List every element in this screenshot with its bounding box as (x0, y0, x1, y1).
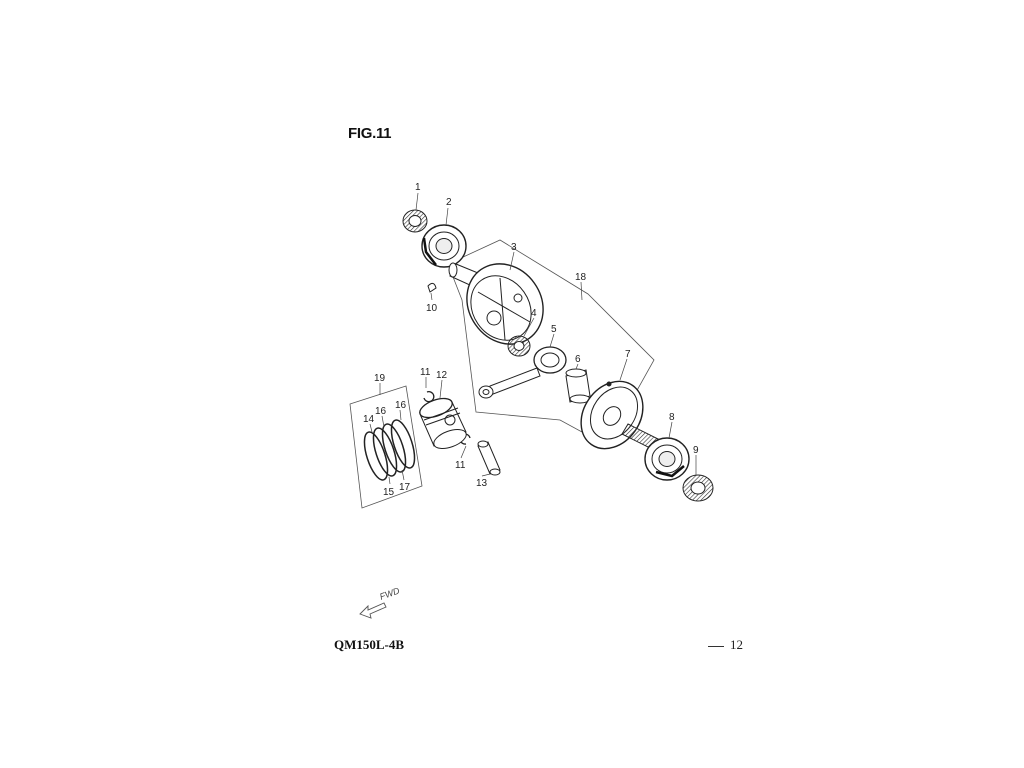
callout-4: 4 (531, 308, 537, 319)
callout-7: 7 (625, 349, 631, 360)
crankshaft-right-half (580, 380, 661, 451)
ball-bearing-right (644, 437, 690, 481)
figure-title: FIG.11 (348, 125, 392, 142)
callout-9: 9 (693, 445, 699, 456)
callout-13: 13 (476, 478, 488, 489)
page-number: 12 (708, 637, 743, 653)
callout-11-upper: 11 (420, 367, 431, 378)
callout-19: 19 (374, 373, 386, 384)
callout-16-left: 16 (375, 406, 387, 417)
ball-bearing-left (421, 224, 467, 268)
callout-16-right: 16 (395, 400, 407, 411)
callout-12: 12 (436, 370, 448, 381)
forward-arrow-icon (359, 602, 387, 619)
circlip-upper (423, 391, 435, 403)
woodruff-key (427, 282, 437, 293)
callout-2: 2 (446, 197, 452, 208)
crank-pin (565, 368, 591, 404)
page-number-text: 12 (730, 637, 743, 652)
page-dash (708, 645, 724, 647)
piston-pin (477, 440, 501, 476)
crankshaft-left-half (448, 262, 544, 345)
callout-numbers: 1 2 3 4 5 6 7 8 9 10 11 11 12 13 14 15 1… (363, 182, 699, 602)
piston (419, 397, 467, 450)
model-number: QM150L-4B (334, 637, 405, 652)
callout-3: 3 (511, 242, 517, 253)
needle-bearing-top (402, 209, 428, 233)
callout-14: 14 (363, 414, 375, 425)
callout-8: 8 (669, 412, 675, 423)
needle-bearing-crankpin (507, 335, 531, 357)
leader-lines (369, 192, 697, 485)
callout-18: 18 (575, 272, 587, 283)
callout-10: 10 (426, 303, 438, 314)
connecting-rod (478, 346, 567, 399)
callout-5: 5 (551, 324, 557, 335)
needle-bearing-bottom (682, 474, 714, 502)
callout-1: 1 (415, 182, 421, 193)
callout-15: 15 (383, 487, 395, 498)
piston-rings (363, 419, 416, 481)
callout-6: 6 (575, 354, 581, 365)
fwd-label: FWD (378, 585, 401, 602)
callout-11-lower: 11 (455, 460, 466, 471)
piston-ring-set-outline (349, 385, 423, 509)
callout-17: 17 (399, 482, 411, 493)
